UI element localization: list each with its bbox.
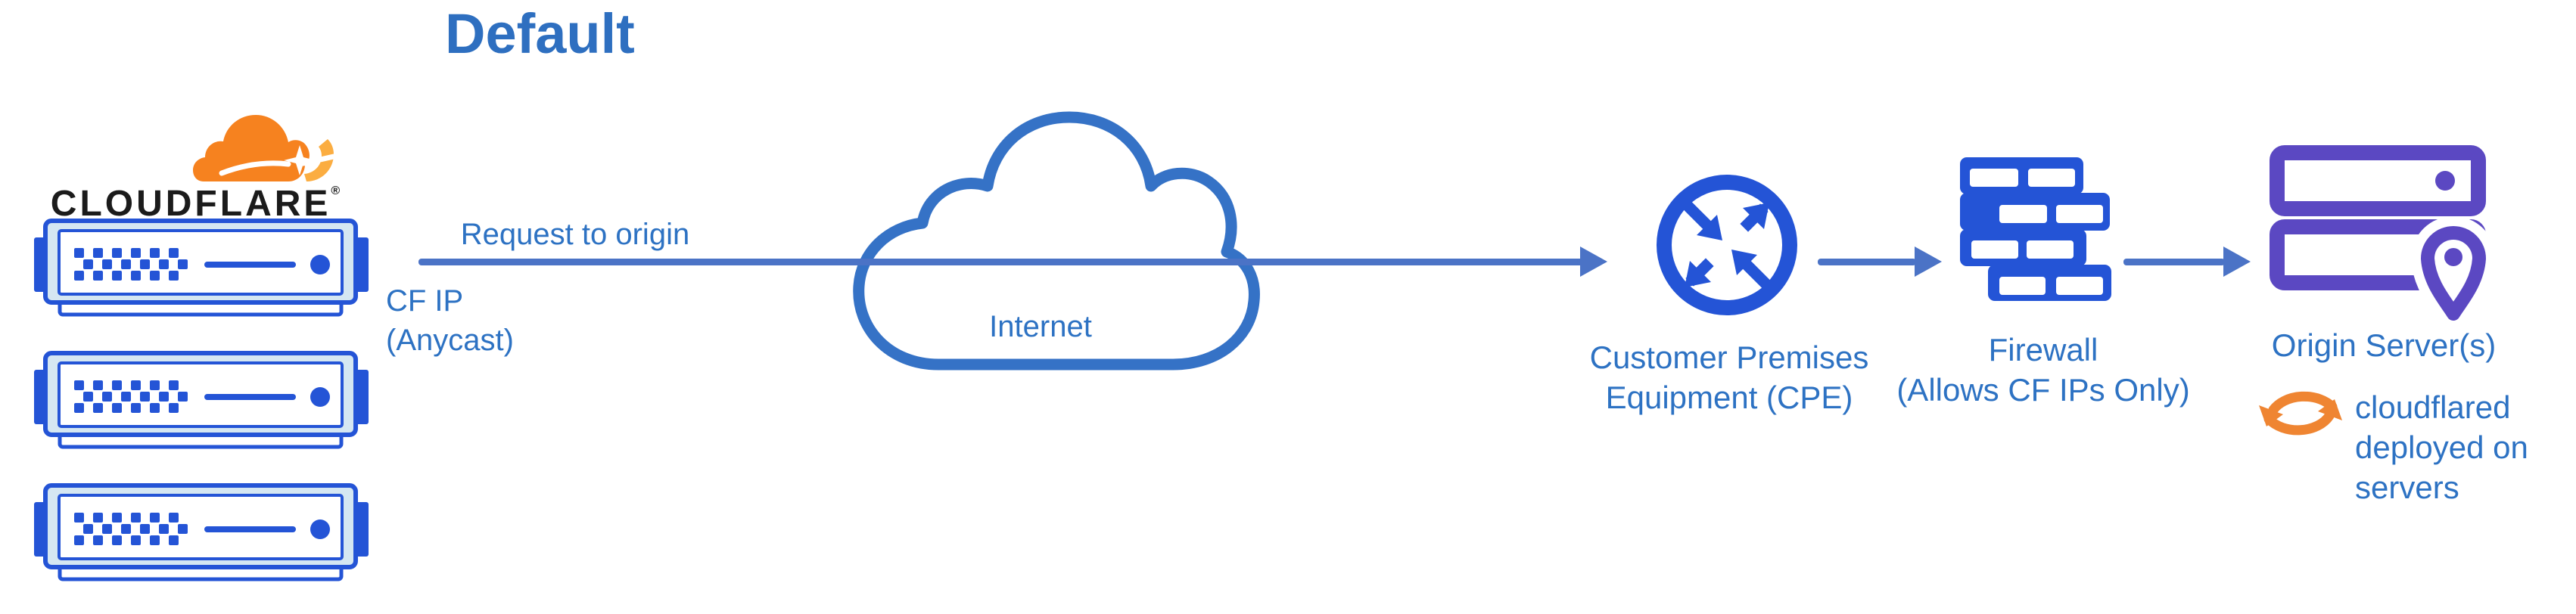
cpe-to-firewall-arrow-line xyxy=(1818,259,1916,265)
request-to-origin-label: Request to origin xyxy=(460,218,690,251)
request-arrow-head xyxy=(1580,247,1607,277)
cloudflare-logo-icon xyxy=(193,113,337,183)
edge-server-icon xyxy=(34,482,369,582)
firewall-label-line2: (Allows CF IPs Only) xyxy=(1896,372,2190,408)
brick-wall-icon xyxy=(1960,157,2111,301)
origin-label: Origin Server(s) xyxy=(2271,327,2497,363)
cpe-to-firewall-arrow-head xyxy=(1915,247,1942,277)
sync-arrows-icon xyxy=(2257,377,2344,449)
cloudflared-note-line1: cloudflared xyxy=(2355,389,2511,425)
router-arrows-icon xyxy=(1653,171,1801,319)
server-stack-location-icon xyxy=(2266,144,2501,324)
firewall-to-origin-arrow-line xyxy=(2123,259,2225,265)
cpe-label-line1: Customer Premises xyxy=(1589,340,1869,375)
cf-ip-label-line2: (Anycast) xyxy=(386,324,514,357)
cpe-label: Customer Premises Equipment (CPE) xyxy=(1536,337,1922,417)
firewall-to-origin-arrow-head xyxy=(2223,247,2251,277)
cpe-label-line2: Equipment (CPE) xyxy=(1605,380,1853,415)
request-arrow-line-overlay xyxy=(836,259,1578,265)
edge-server-icon xyxy=(34,218,369,318)
firewall-label: Firewall (Allows CF IPs Only) xyxy=(1862,330,2225,410)
firewall-label-line1: Firewall xyxy=(1988,332,2098,367)
edge-server-icon xyxy=(34,350,369,450)
cloudflared-note-line3: servers xyxy=(2355,470,2459,505)
cloudflared-note: cloudflared deployed on servers xyxy=(2355,387,2528,507)
page-title: Default xyxy=(445,2,635,65)
cloudflared-note-line2: deployed on xyxy=(2355,429,2528,465)
cf-ip-label-line1: CF IP xyxy=(386,284,464,318)
cloudflare-wordmark: CLOUDFLARE® xyxy=(45,183,345,225)
internet-cloud-icon xyxy=(821,106,1283,375)
wordmark-text: CLOUDFLARE xyxy=(50,184,331,224)
registered-mark: ® xyxy=(331,185,341,197)
internet-label: Internet xyxy=(989,310,1092,343)
